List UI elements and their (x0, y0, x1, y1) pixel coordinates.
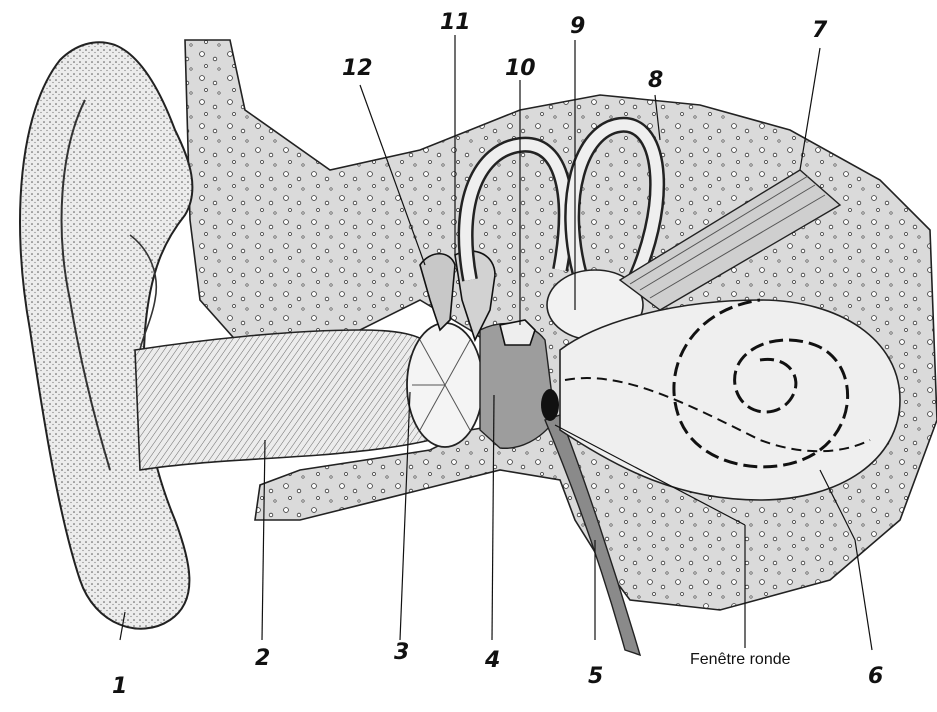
label-4: 4 (485, 650, 500, 672)
label-10: 10 (505, 58, 536, 80)
label-9: 9 (570, 16, 585, 38)
label-8: 8 (648, 70, 663, 92)
label-1: 1 (112, 676, 127, 698)
ear-canal (135, 330, 430, 470)
label-12: 12 (342, 58, 373, 80)
pinna (20, 42, 192, 628)
stapes (500, 320, 535, 345)
label-11: 11 (440, 12, 471, 34)
label-3: 3 (394, 642, 409, 664)
round-window-caption: Fenêtre ronde (690, 652, 791, 668)
label-7: 7 (812, 20, 827, 42)
label-2: 2 (255, 648, 270, 670)
label-6: 6 (868, 666, 883, 688)
round-window (541, 389, 559, 421)
label-5: 5 (588, 666, 603, 688)
